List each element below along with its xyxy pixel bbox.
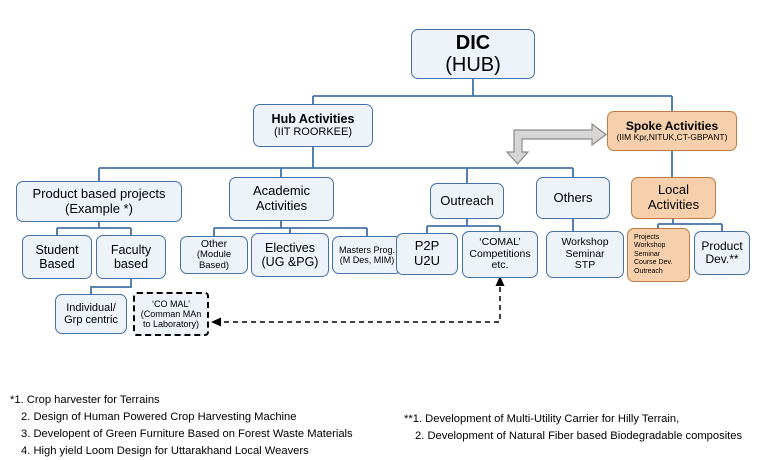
- node-comal-comp-line1: ‘COMAL’: [479, 235, 521, 248]
- node-product-based-projects[interactable]: Product based projects (Example *): [16, 181, 182, 222]
- node-comal-comp-line3: etc.: [491, 259, 509, 272]
- footnote-left: *1. Crop harvester for Terrains 2. Desig…: [10, 392, 353, 460]
- node-comal-def-line1: ‘CO MAL’: [151, 298, 190, 309]
- node-product-line2: (Example *): [65, 200, 133, 216]
- footnote-left-line-4: 4. High yield Loom Design for Uttarakhan…: [21, 445, 309, 458]
- footnote-left-line-2: 2. Design of Human Powered Crop Harvesti…: [21, 411, 297, 424]
- node-p2p-u2u[interactable]: P2P U2U: [396, 233, 458, 275]
- node-student-line1: Student: [35, 243, 79, 257]
- node-local-list-item-5: Outreach: [634, 267, 663, 275]
- node-hub-line1: Hub Activities: [271, 112, 355, 127]
- dashed-connector-comal: [218, 278, 501, 323]
- node-local-list-item-4: Course Dev.: [634, 259, 673, 267]
- node-faculty-based[interactable]: Faculty based: [96, 235, 166, 279]
- node-hub-line2: (IIT ROORKEE): [273, 126, 353, 139]
- node-workshop-line2: Seminar: [565, 247, 605, 260]
- node-other-line1: Other: [200, 237, 228, 250]
- node-product-dev-line1: Product: [701, 238, 743, 253]
- node-p2p-line2: U2U: [413, 253, 440, 268]
- node-outreach-line1: Outreach: [440, 192, 494, 208]
- node-comal-def-line3: to Laboratory): [142, 319, 200, 330]
- node-product-line1: Product based projects: [32, 185, 166, 201]
- node-individual-group-centric[interactable]: Individual/ Grp centric: [55, 294, 127, 334]
- footnote-left-line-3: 3. Developent of Green Furniture Based o…: [21, 428, 353, 441]
- node-individual-line1: Individual/: [66, 301, 116, 314]
- node-academic-activities[interactable]: Academic Activities: [229, 177, 334, 221]
- node-local-line2: Activities: [647, 197, 700, 212]
- node-masters-programme[interactable]: Masters Prog. (M Des, MIM): [332, 236, 402, 274]
- node-electives[interactable]: Electives (UG &PG): [251, 233, 329, 277]
- node-workshop-seminar-stp[interactable]: Workshop Seminar STP: [546, 231, 624, 278]
- node-product-dev-line2: Dev.**: [705, 252, 739, 266]
- block-arrow-hub-to-spoke: [505, 122, 607, 165]
- node-local-activities[interactable]: Local Activities: [631, 177, 716, 219]
- node-comal-competitions[interactable]: ‘COMAL’ Competitions etc.: [462, 231, 538, 278]
- footnote-right-line-1: **1. Development of Multi-Utility Carrie…: [404, 413, 680, 425]
- node-individual-line2: Grp centric: [64, 314, 118, 326]
- node-hub-activities[interactable]: Hub Activities (IIT ROORKEE): [253, 104, 373, 147]
- node-academic-line1: Academic: [252, 183, 311, 199]
- node-comal-comp-line2: Competitions: [469, 247, 531, 260]
- node-local-list-item-1: Projects: [634, 233, 660, 241]
- dashed-arrowhead-comal: [211, 317, 221, 327]
- dashed-arrowhead-up: [495, 276, 505, 286]
- node-dic-line2: (HUB): [445, 54, 501, 76]
- node-student-line2: Based: [39, 257, 75, 271]
- node-electives-line1: Electives: [264, 241, 316, 255]
- node-academic-line2: Activities: [255, 198, 308, 213]
- node-spoke-line2: (IIM Kpr,NITUK,CT-GBPANT): [616, 131, 728, 142]
- node-outreach[interactable]: Outreach: [430, 183, 504, 219]
- node-spoke-activities[interactable]: Spoke Activities (IIM Kpr,NITUK,CT-GBPAN…: [607, 111, 737, 151]
- node-student-based[interactable]: Student Based: [22, 235, 92, 279]
- node-local-list-item-3: Seminar: [634, 250, 661, 258]
- node-p2p-line1: P2P: [414, 238, 440, 254]
- node-comal-definition[interactable]: ‘CO MAL’ (Comman MAn to Laboratory): [133, 292, 209, 336]
- node-comal-def-line2: (Comman MAn: [140, 308, 202, 319]
- node-local-line1: Local: [657, 182, 690, 198]
- node-faculty-line1: Faculty: [110, 243, 152, 257]
- footnote-left-line-1: *1. Crop harvester for Terrains: [10, 394, 160, 406]
- node-local-list-item-2: Workshop: [634, 242, 666, 250]
- wire-faculty-individual: [90, 279, 132, 294]
- node-dic-hub[interactable]: DIC (HUB): [411, 29, 535, 79]
- node-others[interactable]: Others: [536, 177, 610, 219]
- footnote-right: **1. Development of Multi-Utility Carrie…: [404, 411, 742, 445]
- node-electives-line2: (UG &PG): [261, 255, 319, 269]
- node-local-activities-list[interactable]: Projects Workshop Seminar Course Dev. Ou…: [627, 228, 690, 282]
- node-other-module-based[interactable]: Other (Module Based): [180, 236, 248, 274]
- node-masters-line1: Masters Prog.: [338, 244, 396, 255]
- node-others-line1: Others: [553, 189, 593, 205]
- node-other-line2: (Module Based): [196, 249, 232, 271]
- node-workshop-line1: Workshop: [561, 235, 609, 248]
- node-faculty-line2: based: [113, 257, 149, 271]
- node-product-dev[interactable]: Product Dev.**: [694, 231, 750, 275]
- footnote-right-line-2: 2. Development of Natural Fiber based Bi…: [415, 430, 743, 443]
- node-spoke-line1: Spoke Activities: [625, 118, 719, 133]
- node-masters-line2: (M Des, MIM): [339, 255, 395, 265]
- node-workshop-line3: STP: [574, 259, 596, 272]
- node-dic-line1: DIC: [455, 31, 491, 54]
